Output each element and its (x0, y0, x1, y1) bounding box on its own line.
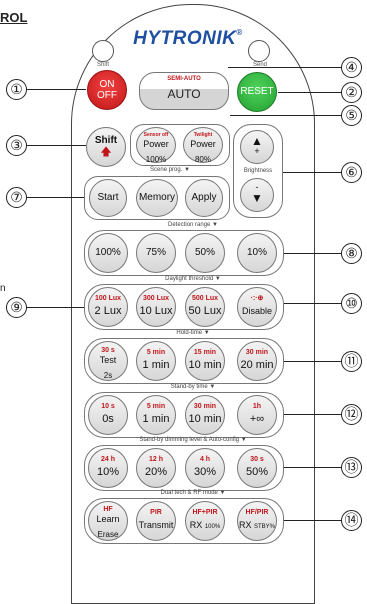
sensor-off-button[interactable]: Sensor off Power 100% (136, 127, 176, 164)
reset-button[interactable]: RESET (237, 72, 277, 112)
callout-5-line (230, 115, 342, 116)
callout-1: ① (6, 79, 27, 100)
dim-label: Stand-by dimming level & Auto-config ▼ (139, 437, 247, 443)
send-small-button[interactable] (248, 40, 270, 62)
callout-14-line (284, 520, 342, 521)
semi-auto-button[interactable]: SEMI-AUTO AUTO (139, 72, 229, 110)
scene-apply-button[interactable]: Apply (185, 179, 223, 217)
dual-label: Dual tech & RF mode ▼ (160, 490, 226, 496)
callout-9-line (26, 307, 84, 308)
callout-8: ⑧ (341, 243, 362, 264)
hold-label: Hold-time ▼ (176, 330, 210, 336)
callout-10: ⑩ (341, 293, 362, 314)
detection-100-button[interactable]: 100% (88, 233, 128, 273)
daylight-sensor-icon: ·:·⊕ (250, 295, 264, 302)
callout-11-line (284, 361, 342, 362)
standby-label: Stand-by time ▼ (170, 384, 216, 390)
callout-6-line (283, 172, 342, 173)
on-off-button[interactable]: ON OFF (87, 70, 127, 110)
callout-4-line (228, 67, 342, 68)
callout-13: ⑬ (341, 457, 362, 478)
detection-75-button[interactable]: 75% (136, 233, 176, 273)
callout-1-line (26, 89, 86, 90)
triangle-up-icon: ▲ (251, 134, 263, 148)
callout-7: ⑦ (6, 187, 27, 208)
brightness-label: Brightness (243, 168, 273, 174)
callout-12-line (284, 414, 342, 415)
callout-13-line (284, 467, 342, 468)
standby-infinite-button[interactable]: 1h+∞ (237, 395, 277, 435)
callout-11: ⑪ (341, 351, 362, 372)
shift-small-button[interactable] (92, 40, 114, 62)
detection-10-button[interactable]: 10% (237, 233, 277, 273)
brightness-up-button[interactable]: ▲ + (240, 130, 274, 164)
daylight-label: Daylight threshold ▼ (165, 276, 221, 282)
callout-6: ⑥ (341, 162, 362, 183)
stray-text: n (0, 283, 6, 294)
callout-2-line (278, 92, 342, 93)
triangle-down-icon: ▼ (251, 191, 263, 205)
shift-small-label: Shift (97, 62, 110, 68)
scene-start-button[interactable]: Start (89, 179, 127, 217)
callout-3: ③ (6, 135, 27, 156)
callout-12: ⑫ (341, 404, 362, 425)
detection-label: Detection range ▼ (168, 222, 218, 228)
shift-button[interactable]: Shift 🡅 (86, 127, 126, 167)
brand-logo: HYTRONIK® (133, 28, 243, 49)
callout-4: ④ (341, 57, 362, 78)
daylight-disable-button[interactable]: ·:·⊕Disable (237, 287, 277, 327)
callout-10-line (284, 303, 342, 304)
callout-9: ⑨ (6, 297, 27, 318)
page-heading: ROL (0, 10, 28, 25)
callout-7-line (26, 197, 84, 198)
callout-3-line (26, 145, 86, 146)
callout-8-line (284, 253, 342, 254)
brightness-down-button[interactable]: - ▼ (240, 178, 274, 212)
detection-50-button[interactable]: 50% (185, 233, 225, 273)
scene-label: Scene prog. ▼ (150, 167, 190, 173)
twilight-button[interactable]: Twilight Power 80% (183, 127, 223, 164)
scene-memory-button[interactable]: Memory (136, 179, 178, 217)
send-small-label: Send (253, 62, 268, 68)
callout-2: ② (341, 82, 362, 103)
callout-5: ⑤ (341, 105, 362, 126)
arrow-up-icon: 🡅 (100, 146, 112, 158)
callout-14: ⑭ (341, 510, 362, 531)
